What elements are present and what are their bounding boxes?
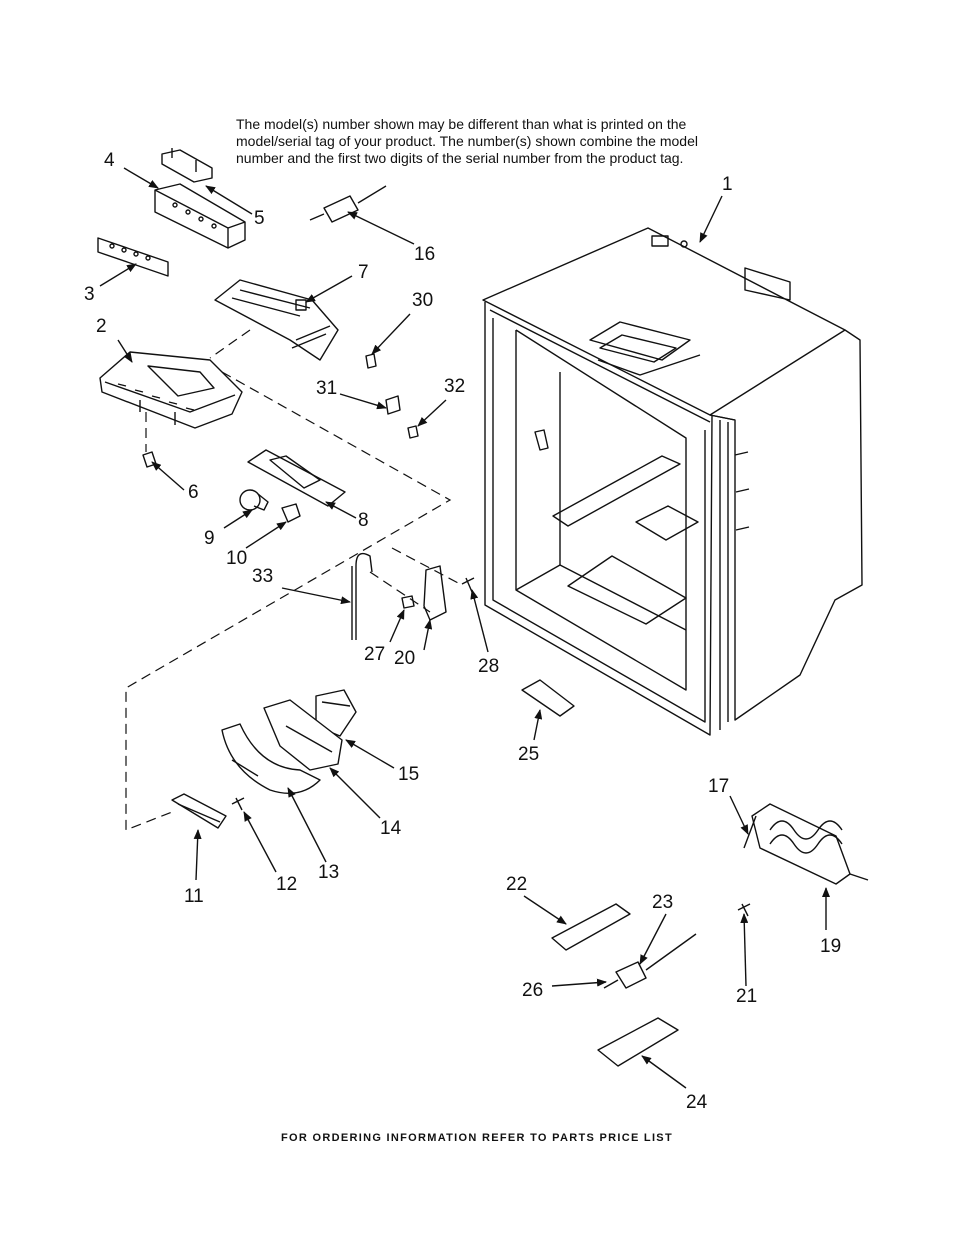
callout-25: 25 [518,744,539,765]
leader-arrows [99,167,830,1089]
callout-21: 21 [736,986,757,1007]
callout-32: 32 [444,376,465,397]
callout-2: 2 [96,316,107,337]
dispenser-housing-part-14 [263,699,343,771]
model-number-note: The model(s) number shown may be differe… [236,116,756,167]
thermistor-part-23 [615,933,697,989]
screw-part-28 [461,577,475,593]
callout-27: 27 [364,644,385,665]
callout-17: 17 [708,776,729,797]
note-line-2: model/serial tag of your product. The nu… [236,133,698,149]
bulb-part-9 [239,489,269,511]
callout-1: 1 [722,174,733,195]
callout-8: 8 [358,510,369,531]
callout-22: 22 [506,874,527,895]
callout-33: 33 [252,566,273,587]
callout-24: 24 [686,1092,708,1113]
callout-12: 12 [276,874,297,895]
valve-part-15 [315,689,357,737]
tube-part-33 [351,552,373,640]
light-housing-part-20 [423,565,447,621]
callout-5: 5 [254,208,265,229]
wire-part-17 [743,815,757,849]
switch-housing-part-5 [154,183,246,249]
control-housing-part-2 [99,351,243,429]
callout-15: 15 [398,764,419,785]
fan-cover-part-7 [214,279,339,361]
callout-3: 3 [84,284,95,305]
bracket-part-22 [551,903,631,951]
callout-28: 28 [478,656,499,677]
assembly-lines [125,329,461,831]
cylinder-part-25 [521,679,575,717]
label-strip-part-3 [97,237,169,277]
clip-part-32 [407,425,419,439]
callout-4: 4 [104,150,115,171]
callout-9: 9 [204,528,215,549]
clip-part-30 [365,353,377,369]
callout-14: 14 [380,818,402,839]
note-line-3: number and the first two digits of the s… [236,150,684,166]
callout-7: 7 [358,262,369,283]
socket-part-10 [281,503,301,523]
callout-13: 13 [318,862,339,883]
cylinder-part-16 [309,185,387,223]
sensor-part-26 [603,979,619,989]
callout-labels: 1 2 3 4 5 6 7 8 9 10 11 12 13 14 15 16 1… [84,150,841,1113]
clip-part-27 [401,595,415,609]
callout-6: 6 [188,482,199,503]
lamp-assembly-part-8 [247,449,346,507]
callout-19: 19 [820,936,841,957]
ordering-footer: FOR ORDERING INFORMATION REFER TO PARTS … [281,1132,673,1144]
callout-16: 16 [414,244,435,265]
dispenser-cover-part-13 [221,723,321,794]
callout-11: 11 [184,886,204,907]
callout-31: 31 [316,378,337,399]
bracket-part-31 [385,395,401,415]
heater-part-19 [751,803,869,885]
callout-20: 20 [394,648,415,669]
callout-30: 30 [412,290,433,311]
screw-part-12 [231,797,245,811]
paddle-part-11 [171,793,227,829]
callout-26: 26 [522,980,543,1001]
liner-part-1 [482,227,863,736]
rail-part-24 [597,1017,679,1067]
callout-10: 10 [226,548,247,569]
clip-part-6 [142,451,157,468]
note-line-1: The model(s) number shown may be differe… [236,116,687,132]
switch-cover-part-4 [161,148,213,183]
callout-23: 23 [652,892,673,913]
